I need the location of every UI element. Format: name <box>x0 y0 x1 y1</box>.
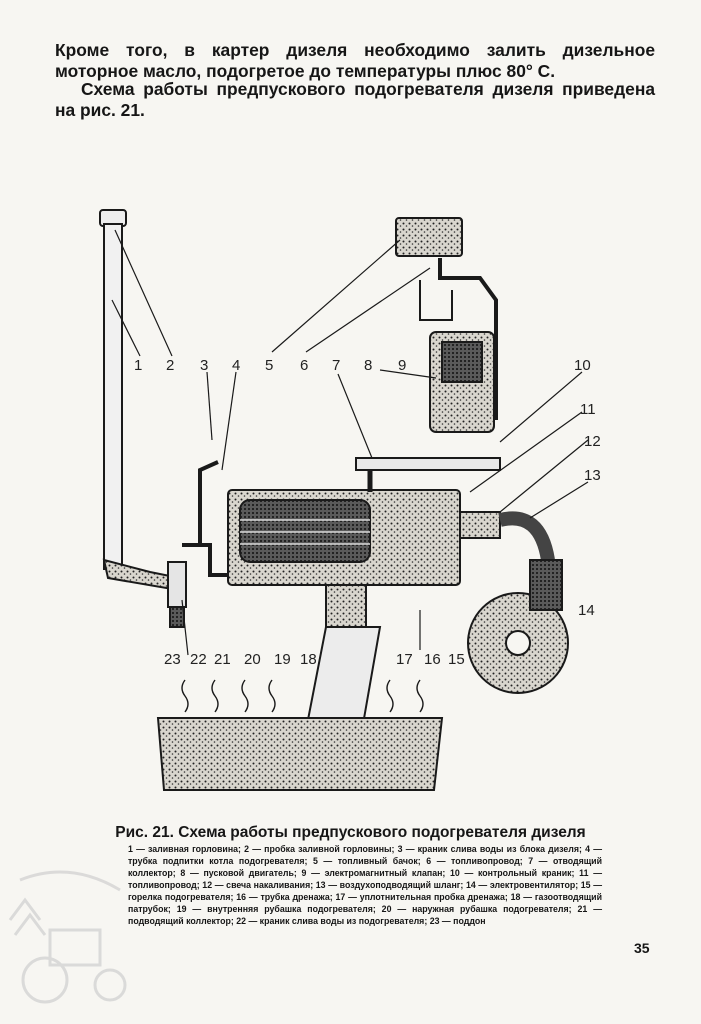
svg-text:12: 12 <box>584 433 601 450</box>
svg-text:9: 9 <box>398 357 406 374</box>
svg-text:4: 4 <box>232 357 240 374</box>
outlet-collector <box>355 457 501 471</box>
svg-text:3: 3 <box>200 357 208 374</box>
svg-text:20: 20 <box>244 651 261 668</box>
page-number: 35 <box>634 940 650 956</box>
leader-lines <box>111 229 589 656</box>
starting-engine <box>429 331 495 433</box>
tractor-watermark-icon <box>8 870 127 1004</box>
svg-text:21: 21 <box>214 651 231 668</box>
heat-waves <box>181 679 424 713</box>
svg-text:17: 17 <box>396 651 413 668</box>
oil-pan <box>156 717 444 791</box>
drain-cock <box>167 460 230 628</box>
svg-text:18: 18 <box>300 651 317 668</box>
svg-text:22: 22 <box>190 651 207 668</box>
electric-fan <box>467 559 569 694</box>
filler-neck <box>99 209 182 592</box>
callout-numbers: 1 2 3 4 5 6 7 8 9 10 11 12 13 14 15 16 1… <box>134 357 601 668</box>
svg-text:15: 15 <box>448 651 465 668</box>
svg-text:8: 8 <box>364 357 372 374</box>
svg-text:1: 1 <box>134 357 142 374</box>
svg-text:7: 7 <box>332 357 340 374</box>
exhaust-pipe <box>304 584 382 731</box>
svg-text:11: 11 <box>580 401 596 418</box>
paragraph-scheme-reference: Схема работы предпускового подогревателя… <box>55 79 655 120</box>
figure-caption: Рис. 21. Схема работы предпускового подо… <box>115 824 586 841</box>
svg-text:6: 6 <box>300 357 308 374</box>
air-hose <box>498 511 555 562</box>
svg-text:14: 14 <box>578 602 595 619</box>
svg-text:13: 13 <box>584 467 601 484</box>
heater-diagram: 1 2 3 4 5 6 7 8 9 10 11 12 13 14 15 16 1… <box>99 209 601 791</box>
svg-text:23: 23 <box>164 651 181 668</box>
svg-text:19: 19 <box>274 651 291 668</box>
svg-text:2: 2 <box>166 357 174 374</box>
paragraph-oil: Кроме того, в картер дизеля необходимо з… <box>55 40 655 81</box>
svg-text:5: 5 <box>265 357 273 374</box>
svg-text:10: 10 <box>574 357 591 374</box>
heater-body <box>227 489 501 586</box>
figure-legend: 1 — заливная горловина; 2 — пробка залив… <box>128 844 602 926</box>
fuel-tank <box>395 217 498 420</box>
svg-text:16: 16 <box>424 651 441 668</box>
